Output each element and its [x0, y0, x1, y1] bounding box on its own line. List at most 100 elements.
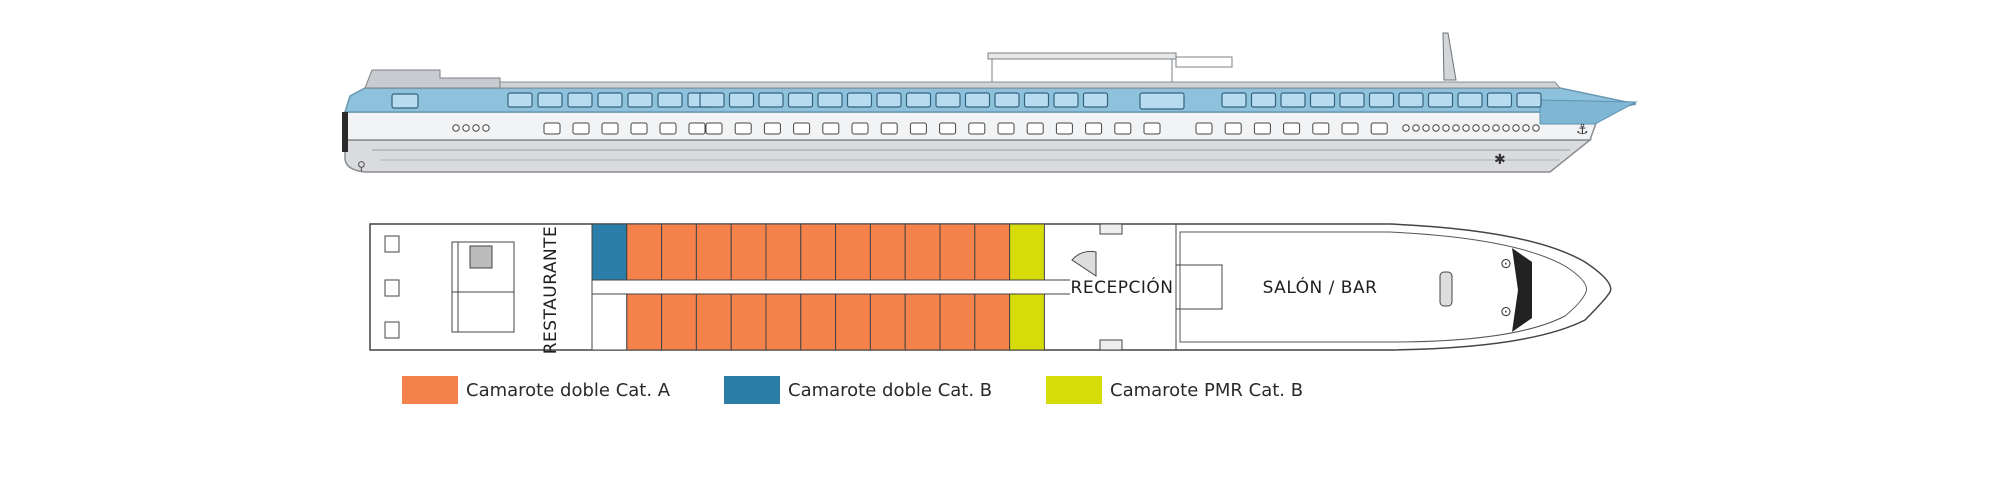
- ship-side-view: ✱ ⚓ ⚲: [342, 32, 1638, 173]
- cabin-porthole: [1370, 122, 1388, 135]
- cabin-porthole: [880, 122, 898, 135]
- lounge-window: [1139, 92, 1185, 110]
- cabin-porthole: [630, 122, 648, 135]
- cabin-a: [800, 223, 837, 281]
- cabin-a: [730, 223, 767, 281]
- reception-desk: [1175, 264, 1223, 310]
- bow-anchor-icon: ⚓: [1576, 122, 1589, 138]
- cabin-a: [626, 293, 663, 351]
- deck-window: [1280, 92, 1306, 108]
- bar-counter: [1439, 271, 1453, 307]
- bow-porthole: [1532, 124, 1540, 132]
- deck-window: [627, 92, 653, 108]
- restaurant-label: RESTAURANTE: [541, 226, 561, 355]
- bow-porthole: [1462, 124, 1470, 132]
- anchor-icon: ✱: [1494, 152, 1506, 168]
- deck-window: [1457, 92, 1483, 108]
- stern-porthole: [462, 124, 470, 132]
- cabin-porthole: [1143, 122, 1161, 135]
- deck-window: [1053, 92, 1079, 108]
- deck-window: [1250, 92, 1277, 108]
- deck-window: [507, 92, 533, 108]
- cabin-porthole: [1341, 122, 1359, 135]
- cabin-a: [800, 293, 837, 351]
- bow-porthole: [1492, 124, 1500, 132]
- legend-label-cat-a: Camarote doble Cat. A: [466, 380, 671, 401]
- cabin-porthole: [939, 122, 957, 135]
- cabin-porthole: [1026, 122, 1044, 135]
- sun-canopy: [987, 52, 1177, 60]
- sun-deck-rail: [364, 81, 1562, 89]
- cabin-pmr: [1009, 293, 1045, 351]
- cabin-a: [626, 223, 663, 281]
- cabin-a: [939, 223, 976, 281]
- cabin-porthole: [1114, 122, 1132, 135]
- cabin-porthole: [1312, 122, 1330, 135]
- canopy-frame: [1175, 56, 1233, 68]
- deck-window: [1368, 92, 1395, 108]
- cabin-porthole: [1195, 122, 1213, 135]
- stern-fixture: [384, 321, 400, 339]
- deck-window: [1221, 92, 1247, 108]
- legend-label-cat-b: Camarote doble Cat. B: [788, 380, 992, 401]
- bow-porthole: [1512, 124, 1520, 132]
- bow-porthole: [1522, 124, 1530, 132]
- cabin-porthole: [543, 122, 561, 135]
- wheelhouse: [364, 69, 501, 89]
- deck-window: [1023, 92, 1050, 108]
- deck-window: [758, 92, 784, 108]
- deck-window: [567, 92, 593, 108]
- cabin-porthole: [822, 122, 840, 135]
- cabin-porthole: [572, 122, 590, 135]
- bow-porthole: [1482, 124, 1490, 132]
- cabin-porthole: [763, 122, 781, 135]
- cabin-porthole: [705, 122, 723, 135]
- stern-fixture: [384, 235, 400, 253]
- deck-window: [537, 92, 563, 108]
- cabin-pmr: [1009, 223, 1045, 281]
- cabin-b: [591, 223, 628, 281]
- bow-porthole: [1452, 124, 1460, 132]
- bow-porthole: [1402, 124, 1410, 132]
- wheelhouse-window: [391, 93, 419, 109]
- cabin-a: [695, 293, 732, 351]
- deck-window: [1082, 92, 1109, 108]
- cabin-porthole: [1085, 122, 1103, 135]
- cabin-a: [939, 293, 976, 351]
- bow-porthole: [1502, 124, 1510, 132]
- deck-window: [994, 92, 1020, 108]
- stern-porthole: [482, 124, 490, 132]
- deck-inner-bow: [1179, 231, 1588, 343]
- deck-window: [935, 92, 961, 108]
- bow-porthole: [1412, 124, 1420, 132]
- cabin-porthole: [659, 122, 677, 135]
- deck-window: [728, 92, 755, 108]
- deck-window: [1486, 92, 1513, 108]
- bow-wedge: [1539, 99, 1638, 125]
- deck-window: [1516, 92, 1542, 108]
- reception-label: RECEPCIÓN: [1071, 276, 1174, 298]
- cabin-porthole: [1055, 122, 1073, 135]
- stern-rudder-icon: ⚲: [357, 159, 366, 173]
- deck-window: [597, 92, 623, 108]
- cabin-a: [835, 293, 871, 351]
- cabin-a: [869, 293, 906, 351]
- cabin-porthole: [1283, 122, 1301, 135]
- galley-equipment: [469, 245, 493, 269]
- deck-window: [846, 92, 873, 108]
- cabin-porthole: [1224, 122, 1242, 135]
- deck-window: [1339, 92, 1365, 108]
- cabin-porthole: [851, 122, 869, 135]
- cabin-a: [974, 223, 1011, 281]
- bow-chairs-icon: ⊙: [1500, 304, 1512, 320]
- cabin-porthole: [688, 122, 706, 135]
- deck-window: [1427, 92, 1454, 108]
- cabin-a: [661, 293, 697, 351]
- deck-window: [964, 92, 991, 108]
- stern-porthole: [452, 124, 460, 132]
- legend: Camarote doble Cat. A Camarote doble Cat…: [402, 376, 1303, 404]
- deck-plan: ⊙ ⊙ RESTAURANTE RECEPCIÓN SALÓN / BAR: [369, 223, 1612, 355]
- cabin-a: [835, 223, 871, 281]
- cabin-empty: [591, 293, 628, 351]
- cabin-porthole: [734, 122, 752, 135]
